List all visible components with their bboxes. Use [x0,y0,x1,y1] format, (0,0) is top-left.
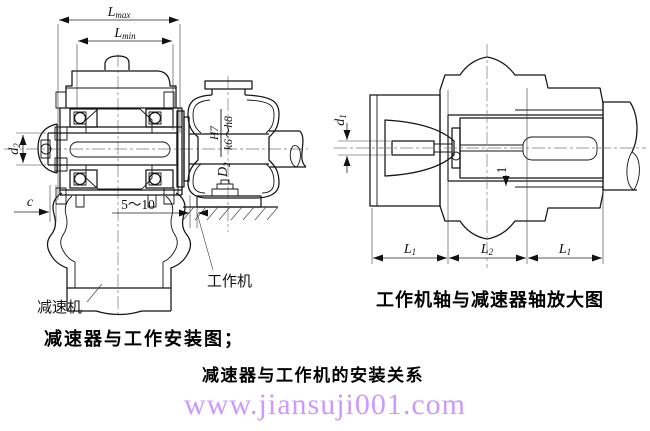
reducer-callout: 减速机 [37,283,103,316]
l1-right-label: L1 [558,242,571,257]
one-gap-label: 1 [494,167,509,174]
coupling-plate [176,110,190,188]
length-dimension-chain: L1 L2 L1 [373,242,602,262]
lmin-label: Lmin [113,26,136,41]
l2-label: L2 [480,242,494,257]
bearings [69,108,174,189]
work-machine-label: 工作机 [207,272,252,290]
work-machine-callout: 工作机 [196,212,252,290]
one-gap-dimension: 1 [494,167,510,186]
center-lines [4,54,308,314]
work-machine [182,80,307,221]
d2-label: d2 [7,143,22,155]
lmin-dimension: Lmin [76,26,174,130]
figure-title: 减速器与工作机的安装关系 [202,366,424,386]
gap-dimension: 5～10 [112,195,208,228]
lmax-dimension: Lmax [57,5,181,200]
end-cap [37,123,58,174]
l1-left-label: L1 [403,242,416,257]
end-block-section [369,94,455,207]
center-lines-right [334,44,646,268]
ground-hatching [182,206,279,221]
lmax-label: Lmax [107,5,131,20]
fit-tolerance-label: D2 H7 k6～h8 [209,109,235,178]
d1-label: d1 [333,114,348,126]
d2-dimension: d2 [7,132,46,166]
installation-drawing: Lmax Lmin d2 c [4,5,308,316]
reducer-housing [55,55,183,208]
fit-numerator: H7 [209,125,221,141]
watermark-text: www.jiansuji001.com [183,388,467,421]
bell-housing [46,192,192,316]
reducer-label: 减速机 [37,298,82,316]
c-label: c [27,195,34,210]
fit-prefix: D2 [216,162,232,178]
c-dimension: c [14,185,57,222]
shaft-break [602,101,640,191]
gap-label: 5～10 [121,197,155,212]
fit-denominator: k6～h8 [223,116,235,150]
right-drawing-caption: 工作机轴与减速器轴放大图 [376,290,604,311]
left-drawing-caption: 减速器与工作安装图； [44,329,244,350]
d1-dimension: d1 [333,114,390,173]
shaft-enlarged-drawing: d1 1 L1 L2 L1 [333,44,646,268]
